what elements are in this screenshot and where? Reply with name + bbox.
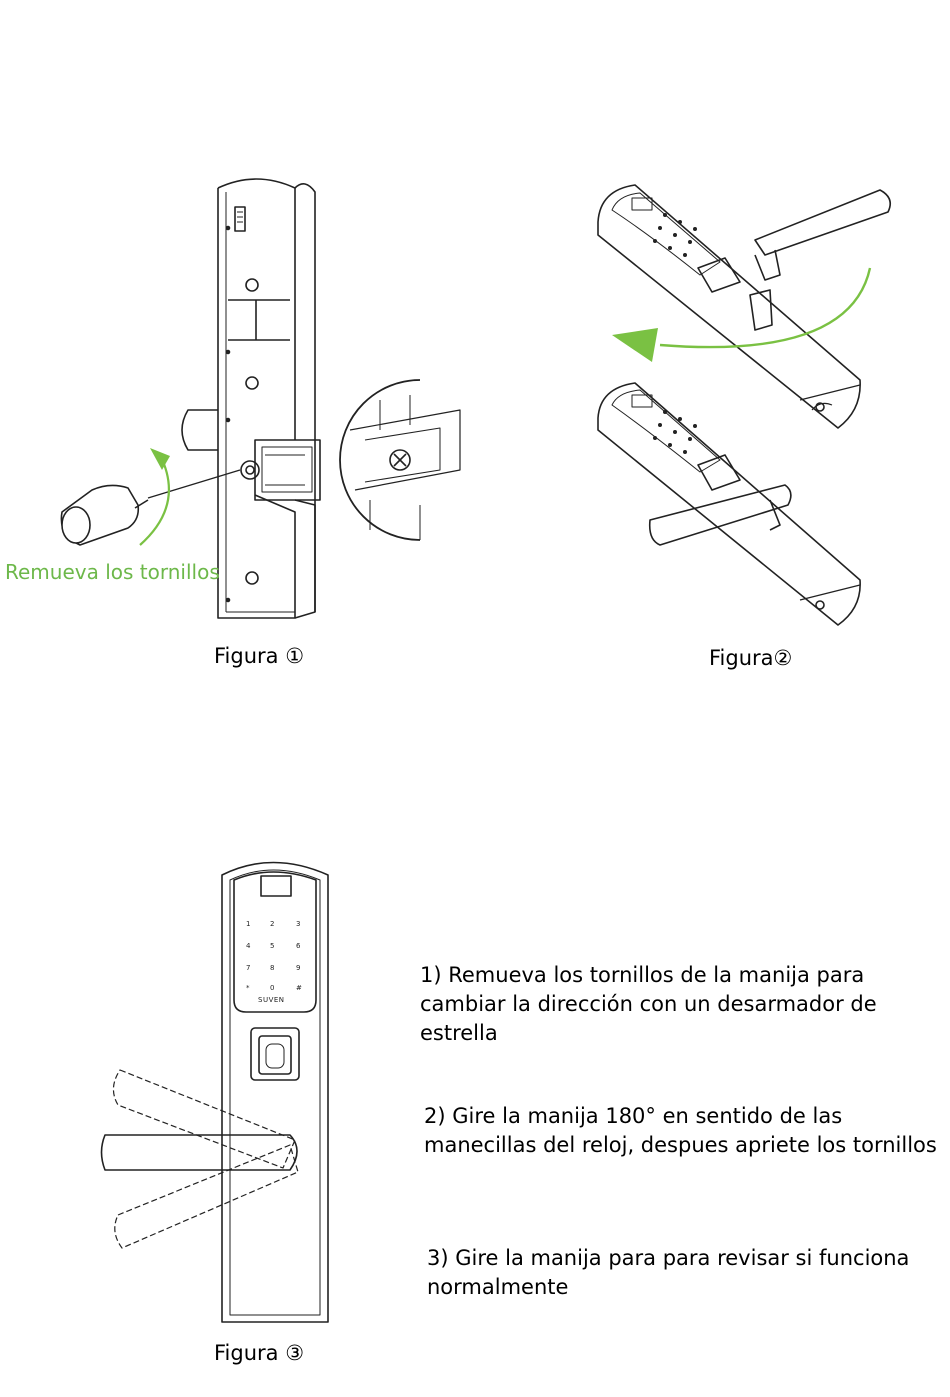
svg-text:5: 5 — [270, 942, 274, 950]
svg-text:4: 4 — [246, 942, 251, 950]
step-1-text: 1) Remueva los tornillos de la manija pa… — [420, 963, 877, 1045]
svg-text:6: 6 — [296, 942, 301, 950]
svg-text:9: 9 — [296, 964, 300, 972]
figure-1-caption: Figura ① — [214, 644, 305, 668]
figure-3-caption: Figura ③ — [214, 1341, 305, 1365]
svg-text:1: 1 — [246, 920, 250, 928]
svg-text:7: 7 — [246, 964, 250, 972]
figure-2-illustration — [597, 184, 891, 626]
step-2-text: 2) Gire la manija 180° en sentido de las… — [424, 1104, 937, 1157]
svg-text:3: 3 — [296, 920, 300, 928]
step-3-text: 3) Gire la manija para para revisar si f… — [427, 1246, 910, 1299]
svg-text:2: 2 — [270, 920, 274, 928]
brand-logo: SUVEN — [258, 996, 285, 1004]
svg-text:0: 0 — [270, 984, 274, 992]
figure-2-caption: Figura② — [709, 646, 793, 670]
svg-text:8: 8 — [270, 964, 274, 972]
remove-screws-label: Remueva los tornillos — [5, 560, 220, 584]
figure-3-illustration: 1 2 3 4 5 6 7 8 9 * 0 # — [100, 861, 329, 1323]
svg-text:*: * — [246, 984, 250, 992]
figure-1-illustration — [60, 178, 461, 619]
svg-text:#: # — [296, 984, 302, 992]
